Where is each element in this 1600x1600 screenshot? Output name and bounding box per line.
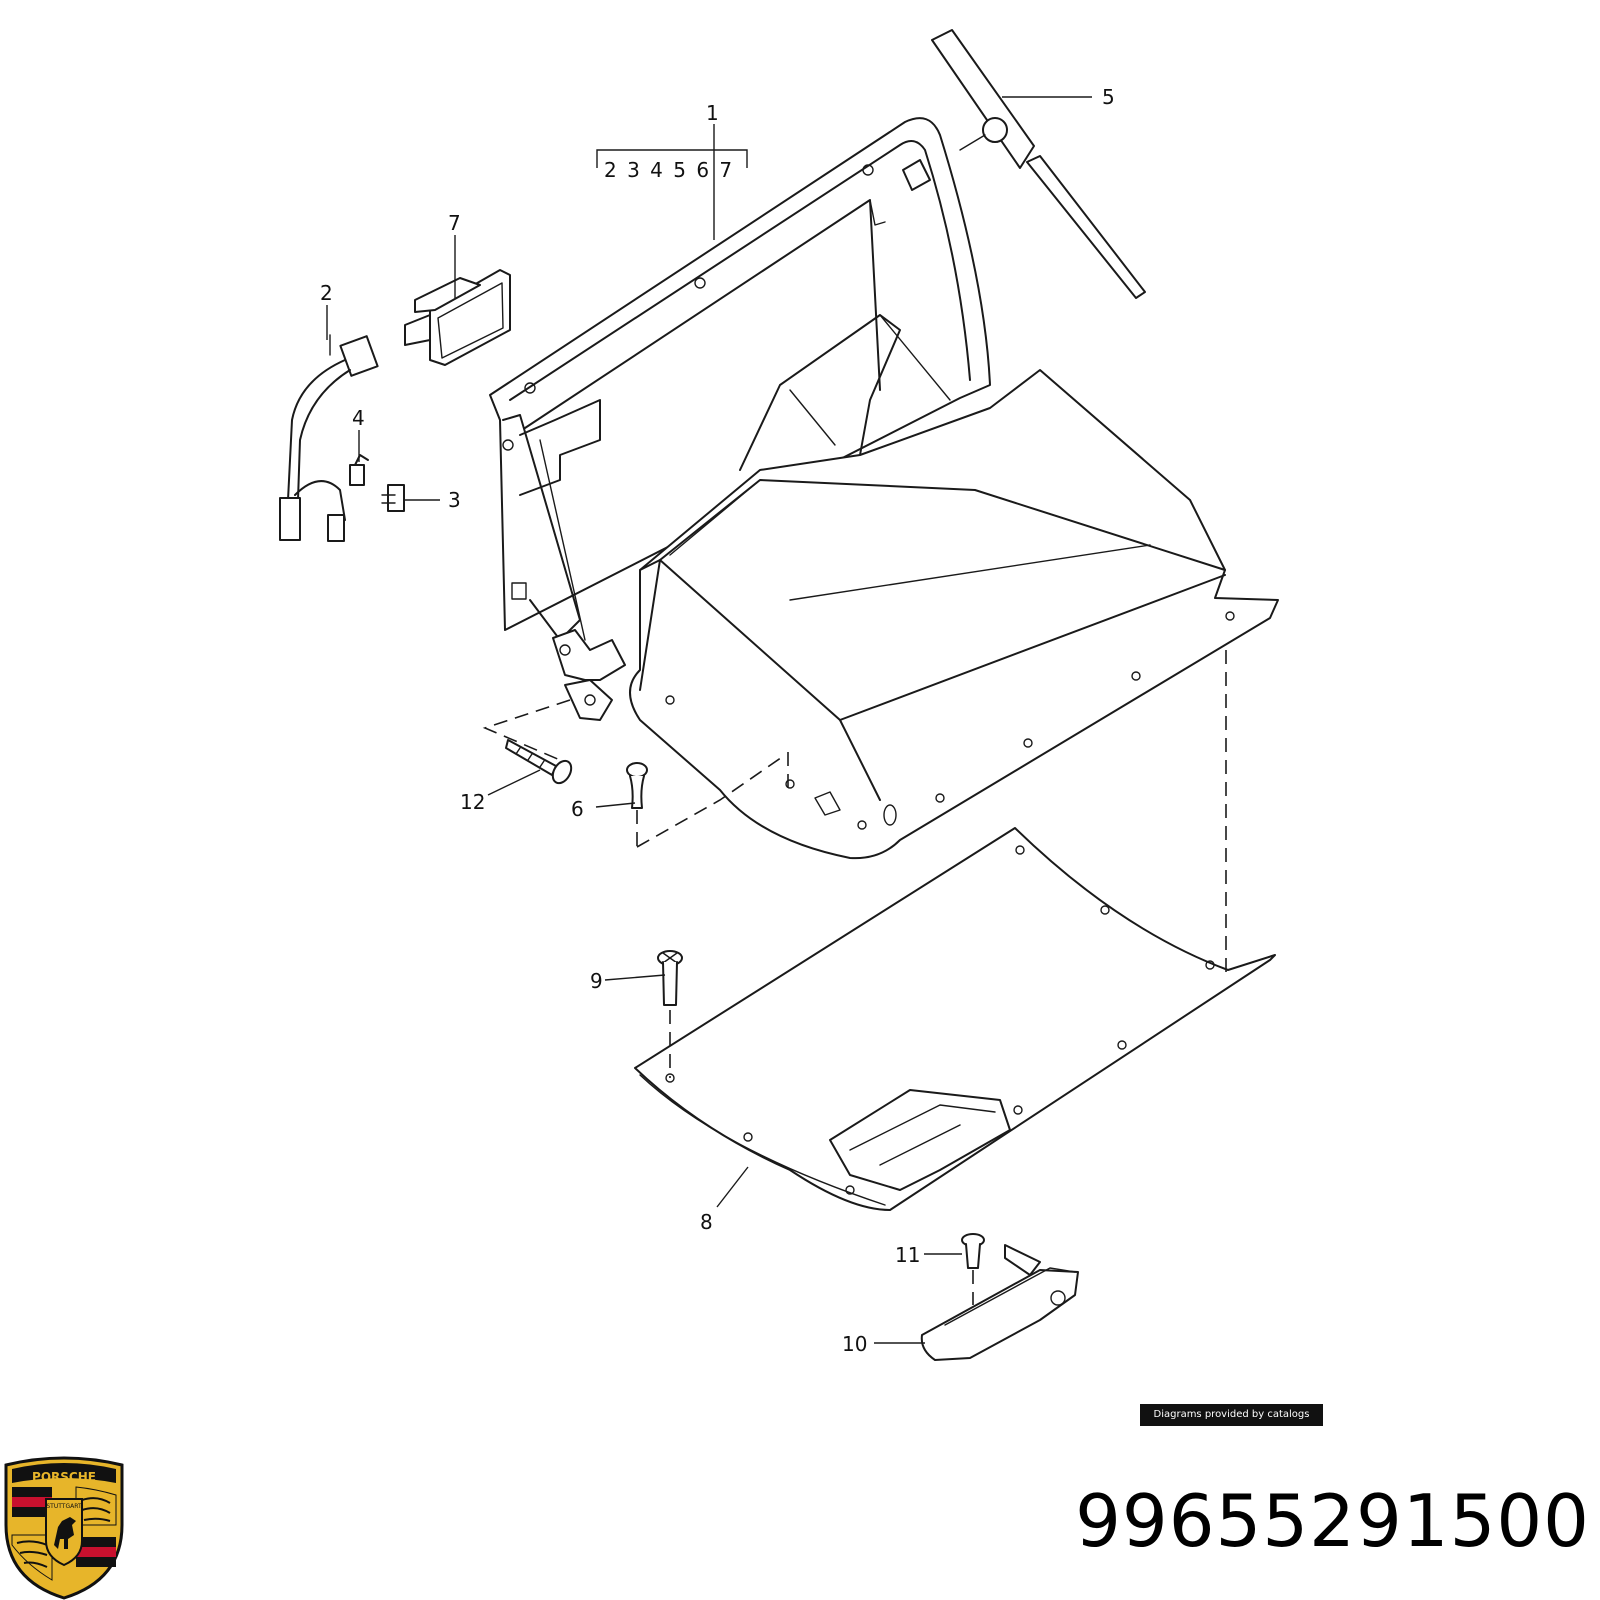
callout-1: 1 (706, 101, 719, 125)
callout-7: 7 (448, 211, 461, 235)
part-12-screw (505, 739, 573, 785)
callout-10: 10 (842, 1332, 867, 1356)
callout-2: 2 (320, 281, 333, 305)
callout-9: 9 (590, 969, 603, 993)
callout-4: 4 (352, 406, 365, 430)
porsche-crest-logo: PORSCHE STUTTGART (4, 1456, 124, 1600)
part-10-handle (920, 1244, 1079, 1361)
glovebox-tray (552, 369, 1279, 860)
callout-labels: 1 2 3 4 5 6 7 5 7 2 4 3 12 6 9 8 11 10 (320, 85, 1115, 1356)
part-11-screw (961, 1233, 985, 1305)
callout-12: 12 (460, 790, 485, 814)
part-4-clip (349, 454, 369, 486)
part-8-lid-panel (634, 827, 1276, 1211)
callout-8: 8 (700, 1210, 713, 1234)
part-7-lamp (404, 269, 511, 366)
crest-city-text: STUTTGART (46, 1503, 82, 1510)
callout-6: 6 (571, 797, 584, 821)
part-1-glovebox-housing (489, 117, 991, 641)
callout-group-list: 2 3 4 5 6 7 (604, 158, 734, 182)
part-9-screw (657, 950, 683, 1078)
part-5-damper (931, 29, 1146, 299)
callout-11: 11 (895, 1243, 920, 1267)
crest-brand-text: PORSCHE (32, 1470, 96, 1484)
assembly-lines (482, 650, 1227, 980)
diagram-credit-badge: Diagrams provided by catalogs parts (1140, 1404, 1323, 1442)
part-2-harness (279, 334, 379, 542)
callout-5: 5 (1102, 85, 1115, 109)
horse-icon (54, 1517, 76, 1549)
callout-3: 3 (448, 488, 461, 512)
part-number: 99655291500 (1075, 1479, 1590, 1563)
leader-lines (326, 96, 1092, 1344)
part-6-pin (626, 762, 648, 809)
part-3-switch (381, 484, 405, 512)
